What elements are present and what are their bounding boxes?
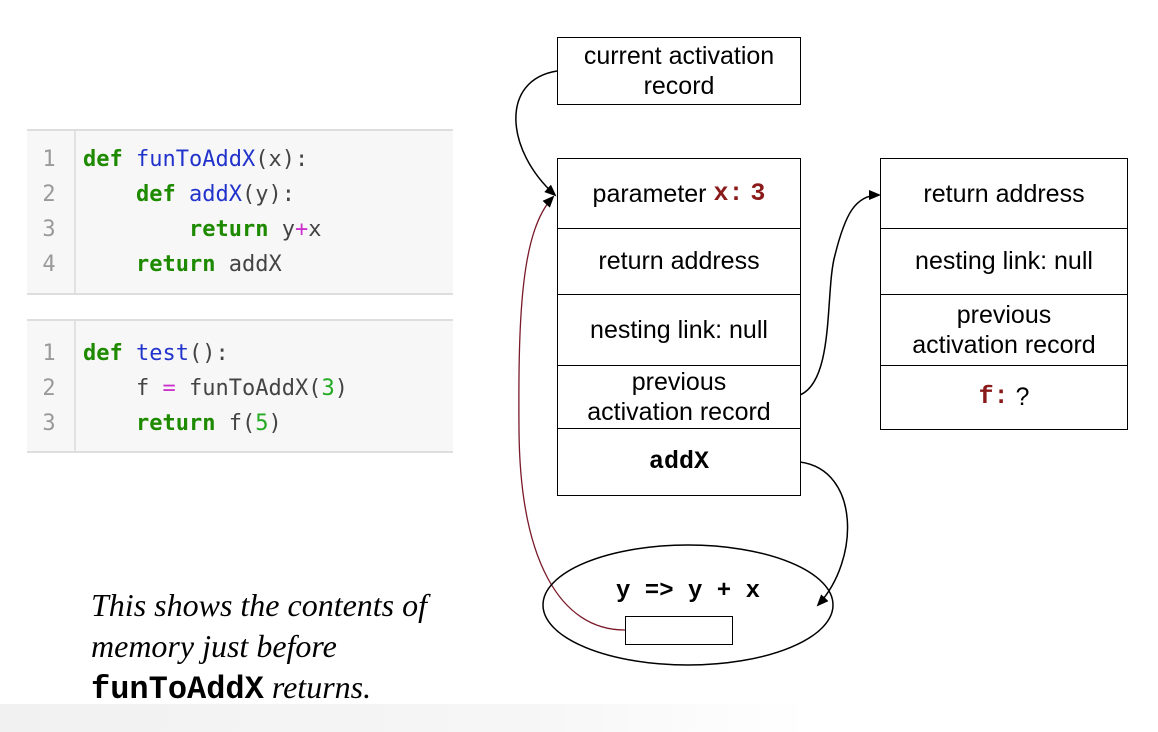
code-token: (y): bbox=[241, 182, 295, 207]
bottom-shade bbox=[0, 704, 1158, 732]
code-gutter-divider bbox=[74, 131, 76, 293]
test-activation-record: return address nesting link: null previo… bbox=[880, 158, 1128, 430]
code-token: 3 bbox=[321, 376, 335, 401]
caption-line3: funToAddX returns. bbox=[91, 667, 491, 710]
code-token: = bbox=[162, 376, 176, 401]
nesting-link-label: nesting link: null bbox=[590, 315, 768, 344]
addX-closure-arrow bbox=[799, 461, 849, 607]
test-return-address-label: return address bbox=[923, 179, 1085, 208]
line-number: 3 bbox=[42, 217, 56, 242]
code-token: f bbox=[83, 376, 163, 401]
code-token: + bbox=[294, 217, 309, 242]
addX-label: addX bbox=[648, 446, 709, 476]
caption-line2: memory just before bbox=[91, 628, 337, 664]
f-variable-cell: f: ? bbox=[881, 365, 1127, 429]
return-address-label: return address bbox=[598, 247, 760, 275]
parameter-name: x: bbox=[713, 178, 744, 208]
current-record-line1: current activation bbox=[583, 42, 775, 70]
closure-ellipse bbox=[542, 544, 834, 666]
code-token: def bbox=[83, 341, 123, 366]
code-text: f = funToAddX(3) bbox=[83, 372, 348, 406]
line-number: 2 bbox=[42, 376, 56, 401]
code-token: addX bbox=[215, 252, 282, 277]
caption-code-word: funToAddX bbox=[91, 671, 264, 708]
closure-environment-slot bbox=[625, 616, 733, 645]
code-token: x bbox=[308, 217, 322, 242]
code-token: funToAddX bbox=[136, 147, 256, 172]
code-token: 5 bbox=[255, 411, 269, 436]
code-text: def test(): bbox=[83, 337, 229, 371]
code-token: return bbox=[135, 252, 216, 277]
f-variable-name: f: bbox=[978, 382, 1009, 411]
f-variable-value: ? bbox=[1015, 383, 1030, 411]
parameter-value: 3 bbox=[750, 178, 766, 208]
code-token: funToAddX( bbox=[175, 376, 322, 401]
test-return-address-cell: return address bbox=[881, 159, 1127, 229]
current-record-label: current activation record bbox=[558, 38, 800, 104]
code-text: return addX bbox=[83, 248, 282, 282]
caption-tail: returns. bbox=[263, 669, 372, 705]
test-nesting-link-label: nesting link: null bbox=[915, 247, 1093, 275]
previous-record-link-arrow bbox=[799, 190, 881, 396]
caption-line1: This shows the contents of bbox=[91, 587, 428, 623]
line-number: 3 bbox=[42, 411, 56, 436]
code-token: def bbox=[83, 147, 123, 172]
code-text: def funToAddX(x): bbox=[83, 143, 308, 177]
code-token: (): bbox=[188, 341, 229, 366]
current-record-line2: record bbox=[643, 72, 715, 100]
nesting-link-cell: nesting link: null bbox=[558, 294, 800, 366]
code-token: f( bbox=[215, 411, 256, 436]
closure-code: y => y + x bbox=[560, 578, 816, 605]
previous-line1: previous bbox=[631, 367, 727, 396]
line-number: 4 bbox=[42, 252, 56, 277]
code-token: (x): bbox=[255, 147, 309, 172]
code-token: return bbox=[188, 217, 269, 242]
addX-cell: addX bbox=[558, 428, 800, 495]
test-previous-line2: activation record bbox=[912, 330, 1096, 359]
return-address-cell: return address bbox=[558, 228, 800, 295]
test-previous-record-cell: previous activation record bbox=[881, 294, 1127, 366]
code-token: addX bbox=[188, 182, 242, 207]
code-text: def addX(y): bbox=[83, 178, 295, 212]
test-nesting-link-cell: nesting link: null bbox=[881, 228, 1127, 295]
code-token: test bbox=[136, 341, 189, 366]
test-previous-line1: previous bbox=[956, 300, 1052, 329]
code-token: ) bbox=[268, 411, 282, 436]
parameter-label: parameter bbox=[592, 179, 707, 208]
funToAddX-activation-record: parameter x: 3 return address nesting li… bbox=[557, 158, 801, 496]
code-gutter-divider bbox=[74, 321, 76, 451]
code-token: return bbox=[135, 411, 216, 436]
code-text: return y+x bbox=[83, 213, 321, 247]
code-text: return f(5) bbox=[83, 407, 282, 441]
current-record-pointer-arrow bbox=[515, 70, 558, 197]
closure-nesting-link-arrow bbox=[518, 195, 626, 631]
code-token: def bbox=[135, 182, 176, 207]
caption: This shows the contents of memory just b… bbox=[91, 585, 491, 710]
line-number: 2 bbox=[42, 182, 56, 207]
line-number: 1 bbox=[42, 147, 56, 172]
closure-code-text: y => y + x bbox=[615, 578, 761, 605]
previous-record-cell: previous activation record bbox=[558, 365, 800, 429]
line-number: 1 bbox=[42, 341, 56, 366]
parameter-cell: parameter x: 3 bbox=[558, 159, 800, 229]
current-activation-record-box: current activation record bbox=[557, 37, 801, 105]
code-token: y bbox=[268, 217, 295, 242]
code-token: ) bbox=[334, 376, 348, 401]
previous-line2: activation record bbox=[587, 397, 771, 426]
